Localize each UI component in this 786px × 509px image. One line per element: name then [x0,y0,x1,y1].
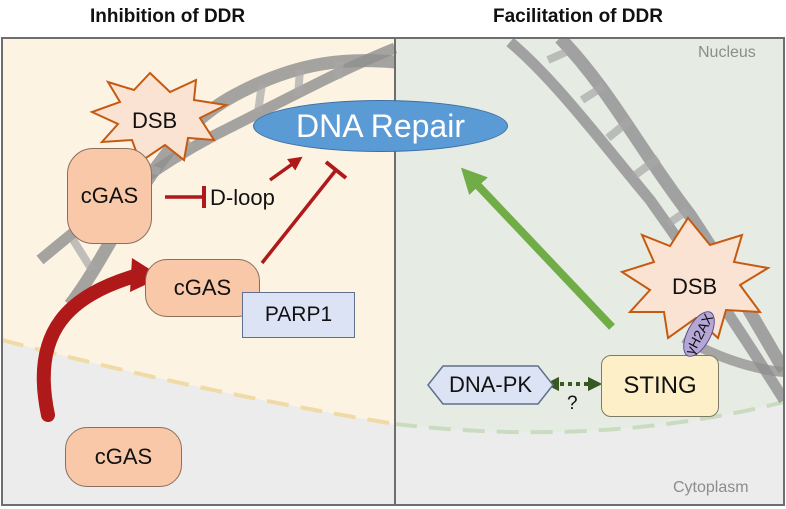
label-nucleus: Nucleus [698,44,756,61]
cgas-dloop-node: cGAS [67,148,152,244]
dna-repair-node: DNA Repair [253,100,508,152]
translocation-arrow [36,268,145,422]
header-facilitation: Facilitation of DDR [493,6,663,27]
parp-inhibit-bar [324,160,348,180]
dsb-label-right: DSB [672,274,718,299]
parp-inhibit-line [260,168,338,265]
nuclear-envelope-right [395,400,784,435]
sting-node: STING [601,355,719,417]
cgas-cytoplasm-node: cGAS [65,427,182,487]
nuclear-envelope-left [2,338,395,426]
dsb-starburst-left [89,71,230,164]
dloop-to-repair-arrow [268,156,303,182]
header-inhibition: Inhibition of DDR [90,6,246,27]
label-cytoplasm: Cytoplasm [673,479,749,496]
parp1-node: PARP1 [242,292,355,338]
unknown-interaction-label: ? [567,393,578,414]
sting-to-repair-arrow [460,167,615,330]
cytoplasm-right-background [395,402,784,505]
dna-helix-right [506,38,784,403]
dloop-label: D-loop [210,185,275,210]
dna-pk-hexagon [427,365,554,405]
dsb-label-left: DSB [132,108,178,133]
cgas-parp-node: cGAS [145,259,260,317]
figure-border [1,37,785,506]
dna-pk-label: DNA-PK [448,372,533,397]
